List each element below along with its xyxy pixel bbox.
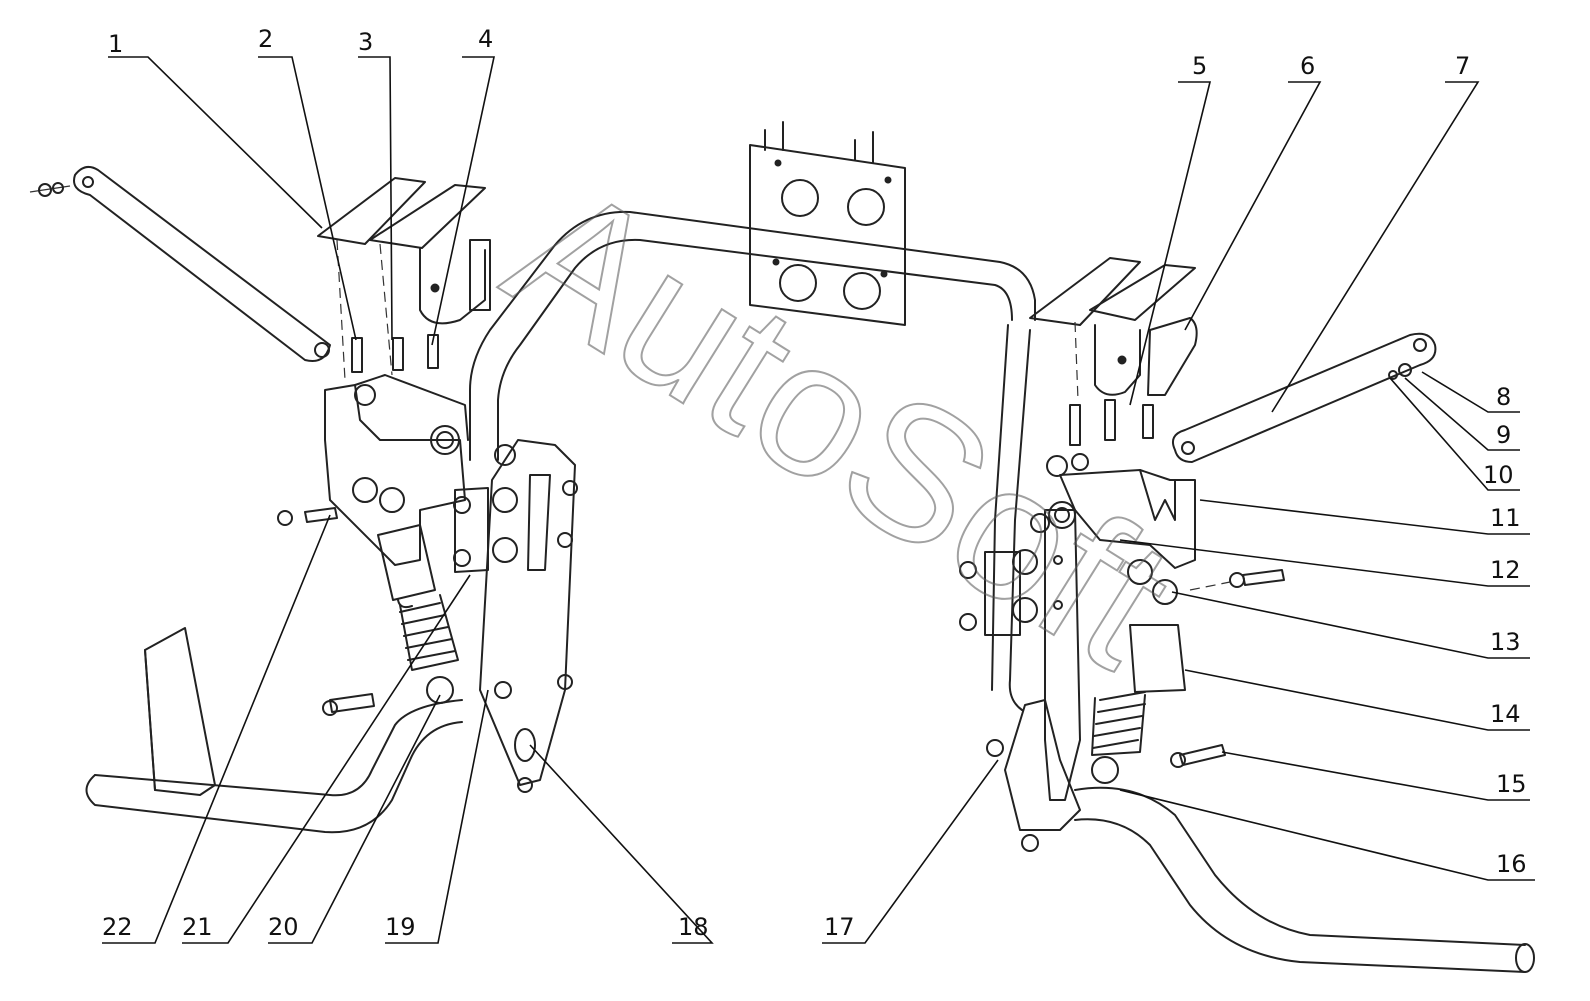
callout-22: 22 xyxy=(102,913,133,941)
callout-3: 3 xyxy=(358,28,373,56)
callout-11: 11 xyxy=(1490,504,1521,532)
callout-13: 13 xyxy=(1490,628,1521,656)
callout-8: 8 xyxy=(1496,383,1511,411)
callout-1: 1 xyxy=(108,30,123,58)
callout-17: 17 xyxy=(824,913,855,941)
callout-labels: 1 2 3 4 5 6 7 8 9 10 11 12 13 14 15 16 1… xyxy=(102,25,1527,941)
callout-10: 10 xyxy=(1483,461,1514,489)
callout-7: 7 xyxy=(1455,52,1470,80)
left-pedal-assembly xyxy=(29,165,578,796)
callout-21: 21 xyxy=(182,913,213,941)
watermark-text: AutoSoft xyxy=(475,142,1205,708)
main-tube-frame xyxy=(85,210,1535,973)
callout-14: 14 xyxy=(1490,700,1521,728)
callout-4: 4 xyxy=(478,25,493,53)
leader-lines xyxy=(102,56,1535,944)
callout-15: 15 xyxy=(1496,770,1527,798)
callout-12: 12 xyxy=(1490,556,1521,584)
callout-16: 16 xyxy=(1496,850,1527,878)
center-mounting-plate xyxy=(749,121,906,326)
callout-18: 18 xyxy=(678,913,709,941)
callout-19: 19 xyxy=(385,913,416,941)
callout-20: 20 xyxy=(268,913,299,941)
callout-5: 5 xyxy=(1192,52,1207,80)
callout-9: 9 xyxy=(1496,421,1511,449)
callout-6: 6 xyxy=(1300,52,1315,80)
right-pedal-assembly xyxy=(959,257,1437,852)
callout-2: 2 xyxy=(258,25,273,53)
